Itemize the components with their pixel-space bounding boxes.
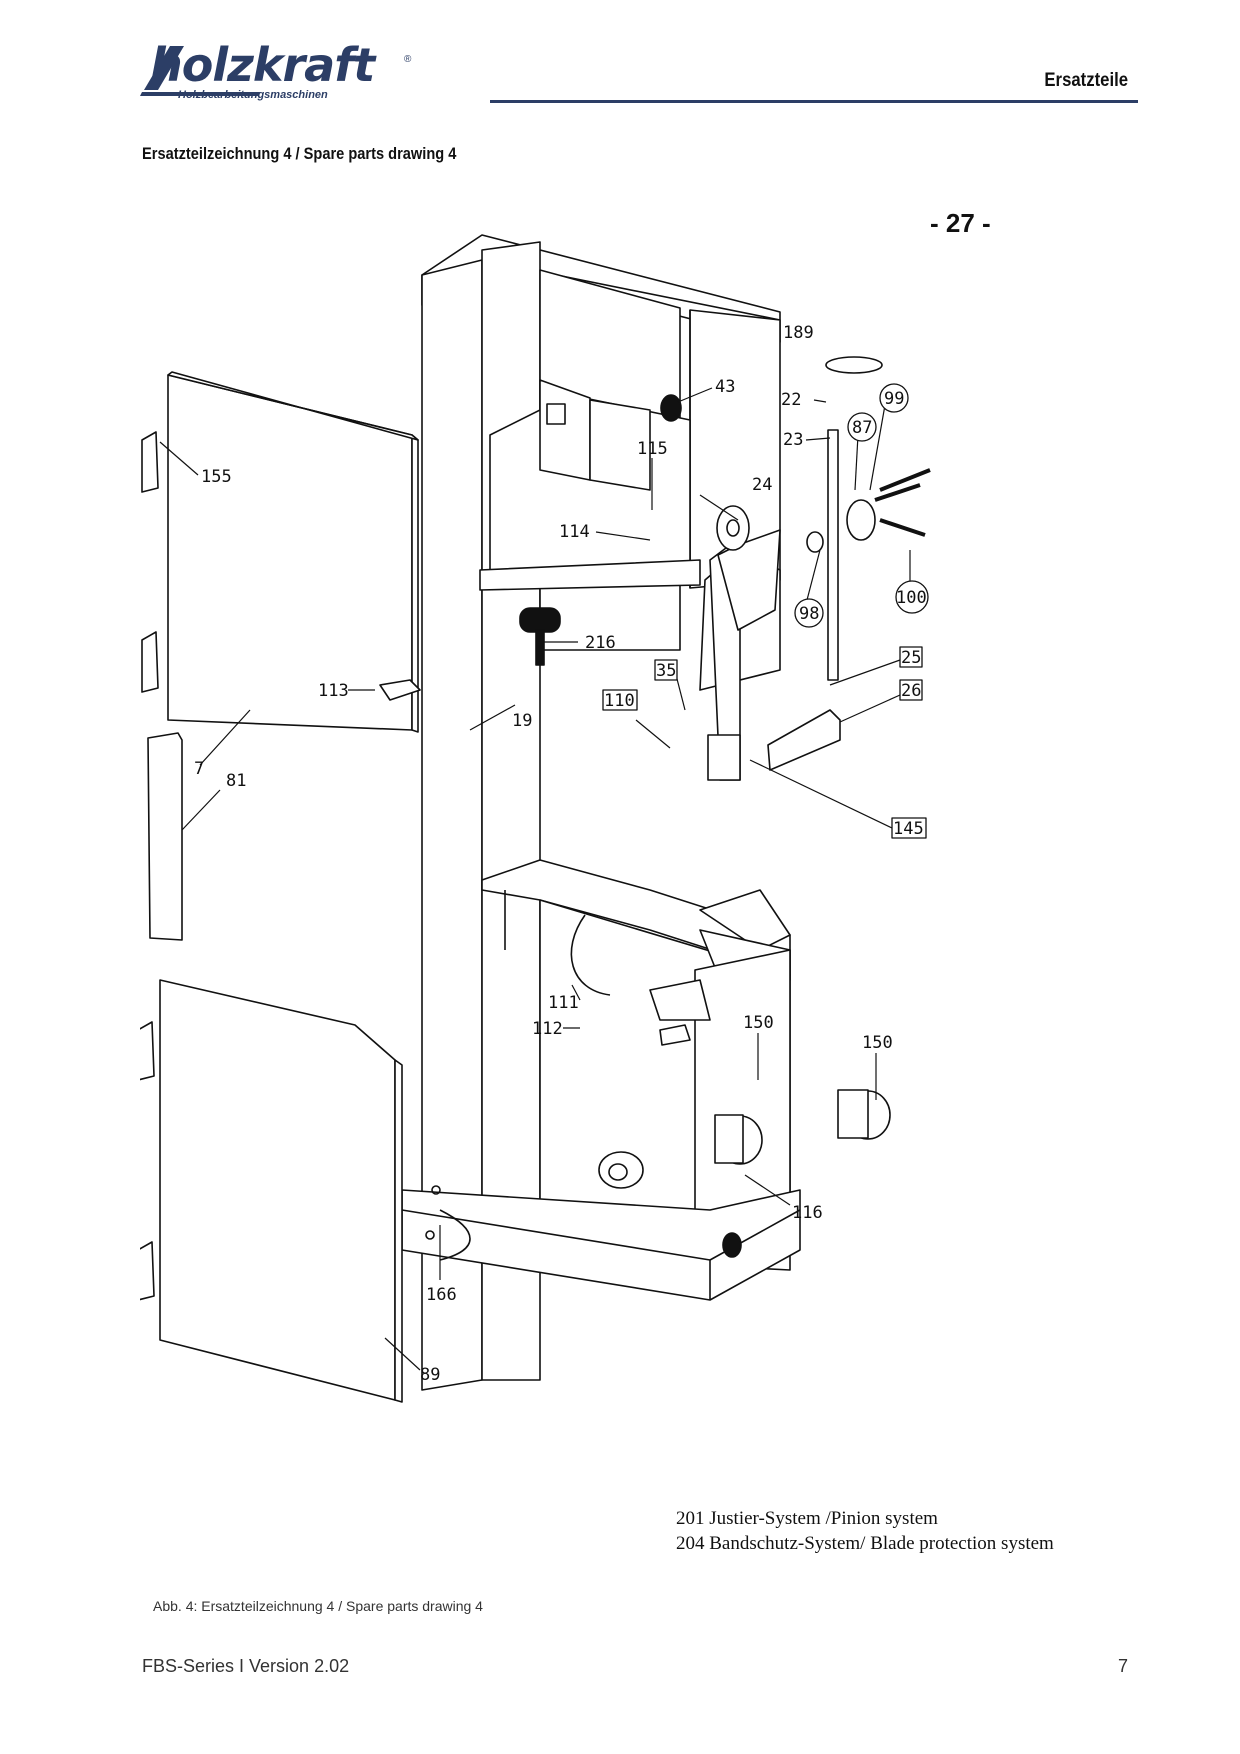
part-label-100: 100 — [896, 588, 927, 608]
legend-item: 201 Justier-System /Pinion system — [676, 1508, 938, 1529]
door-key — [519, 607, 561, 666]
part-label-7: 7 — [194, 759, 204, 779]
part-label-22: 22 — [781, 390, 801, 410]
footer-page-number: 7 — [1117, 1656, 1128, 1676]
part-label-24: 24 — [752, 475, 772, 495]
drawing-heading: Ersatzteilzeichnung 4 / Spare parts draw… — [142, 144, 457, 163]
lower-door — [140, 979, 403, 1403]
part-label-35: 35 — [656, 661, 676, 681]
part-label-19: 19 — [512, 711, 532, 731]
cross-rail — [147, 732, 183, 941]
part-label-145: 145 — [893, 819, 924, 839]
part-label-110: 110 — [604, 691, 635, 711]
part-label-189: 189 — [783, 323, 814, 343]
part-label-155: 155 — [201, 467, 232, 487]
figure-caption: Abb. 4: Ersatzteilzeichnung 4 / Spare pa… — [153, 1598, 483, 1614]
drawing-page-marker: - 27 - — [930, 208, 991, 238]
footer-series-version: FBS-Series I Version 2.02 — [142, 1656, 350, 1676]
part-label-115: 115 — [637, 439, 668, 459]
header-divider — [490, 100, 1138, 103]
logo-registered-mark: ® — [404, 54, 412, 65]
part-label-216: 216 — [585, 633, 616, 653]
part-label-25: 25 — [901, 648, 921, 668]
part-label-150-a: 150 — [743, 1013, 774, 1033]
assembly-legend: 201 Justier-System /Pinion system 204 Ba… — [676, 1506, 1054, 1556]
main-frame — [401, 234, 801, 1391]
part-label-112: 112 — [532, 1019, 563, 1039]
part-label-89: 89 — [420, 1365, 440, 1385]
part-label-81: 81 — [226, 771, 246, 791]
part-label-43: 43 — [715, 377, 735, 397]
part-label-23: 23 — [783, 430, 803, 450]
part-label-87: 87 — [852, 418, 872, 438]
part-label-114: 114 — [559, 522, 590, 542]
guide-assembly — [660, 356, 931, 1258]
logo-wordmark: holzkraft — [150, 38, 375, 92]
part-label-26: 26 — [901, 681, 921, 701]
upper-door — [141, 371, 421, 733]
part-label-166: 166 — [426, 1285, 457, 1305]
part-label-99: 99 — [884, 389, 904, 409]
spare-parts-drawing: 189 43 22 23 99 87 115 24 114 155 100 98… — [140, 234, 931, 1403]
legend-item: 204 Bandschutz-System/ Blade protection … — [676, 1533, 1054, 1554]
part-label-150-b: 150 — [862, 1033, 893, 1053]
logo-mark-icon — [140, 46, 260, 96]
part-label-113: 113 — [318, 681, 349, 701]
part-label-98: 98 — [799, 604, 819, 624]
part-label-111: 111 — [548, 993, 579, 1013]
part-labels: 189 43 22 23 99 87 115 24 114 155 100 98… — [194, 323, 929, 1385]
part-label-116: 116 — [792, 1203, 823, 1223]
leader-lines — [159, 387, 911, 1371]
logo-subtitle: Holzbearbeitungsmaschinen — [178, 89, 328, 101]
section-label: Ersatzteile — [1044, 70, 1128, 91]
